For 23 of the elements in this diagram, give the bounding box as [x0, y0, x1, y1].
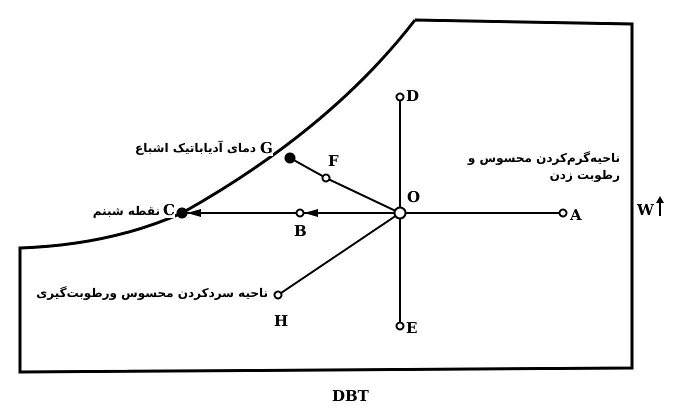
point-letter: A: [570, 207, 582, 223]
point-letter: H: [274, 313, 288, 329]
axis-label: DBT: [332, 388, 369, 404]
process-line: [304, 209, 394, 217]
annotation-text: ناحیه سردکردن محسوس ورطوبت‌گیری: [35, 285, 268, 302]
axis-label: W: [637, 202, 654, 218]
process-line: [399, 219, 401, 322]
region-label: ناحیه‌گرم‌کردن محسوس و رطوبت زدن: [466, 150, 620, 184]
point-letter: B: [294, 223, 307, 239]
process-line: [294, 160, 323, 177]
process-line: [280, 216, 396, 294]
process-line: [406, 212, 559, 214]
annotation-text: دمای آدیاباتیک اشباع: [134, 140, 256, 157]
point-letter: E: [406, 320, 418, 336]
point-letter: F: [328, 153, 339, 169]
point-letter: D: [406, 88, 420, 104]
point-letter: O: [407, 189, 420, 205]
annotation-text: نقطه شبنم: [92, 203, 160, 220]
process-line: [399, 101, 401, 207]
point-letter: G: [260, 140, 273, 156]
process-line: [329, 178, 395, 212]
point-letter: C: [163, 202, 175, 218]
process-line: [187, 209, 296, 217]
